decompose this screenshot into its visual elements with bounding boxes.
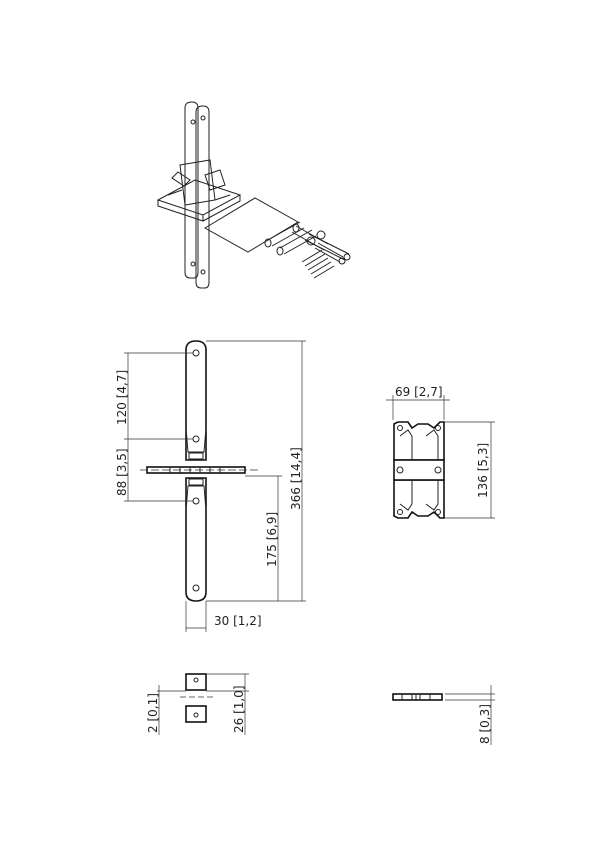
- svg-text:8 [0,3]: 8 [0,3]: [478, 704, 492, 744]
- plate-side-view: 8 [0,3]: [392, 685, 495, 745]
- svg-text:136 [5,3]: 136 [5,3]: [476, 443, 490, 498]
- svg-text:30 [1,2]: 30 [1,2]: [214, 614, 262, 628]
- svg-text:69 [2,7]: 69 [2,7]: [395, 385, 443, 399]
- svg-text:366 [14,4]: 366 [14,4]: [289, 447, 303, 510]
- svg-text:26 [1,0]: 26 [1,0]: [232, 685, 246, 733]
- svg-text:175 [6,9]: 175 [6,9]: [265, 512, 279, 567]
- svg-text:120 [4,7]: 120 [4,7]: [115, 370, 129, 425]
- svg-text:2 [0,1]: 2 [0,1]: [146, 693, 160, 733]
- isometric-assembly-view: [156, 101, 351, 289]
- svg-text:88 [3,5]: 88 [3,5]: [115, 448, 129, 496]
- bolt-set: [264, 221, 351, 279]
- profile-cross-section-view: 69 [2,7] 136 [5,3]: [386, 385, 495, 519]
- side-detail-view: 2 [0,1] 26 [1,0]: [146, 673, 249, 735]
- front-elevation-view: 120 [4,7] 88 [3,5] 175 [6,9] 366 [14,4] …: [115, 340, 306, 632]
